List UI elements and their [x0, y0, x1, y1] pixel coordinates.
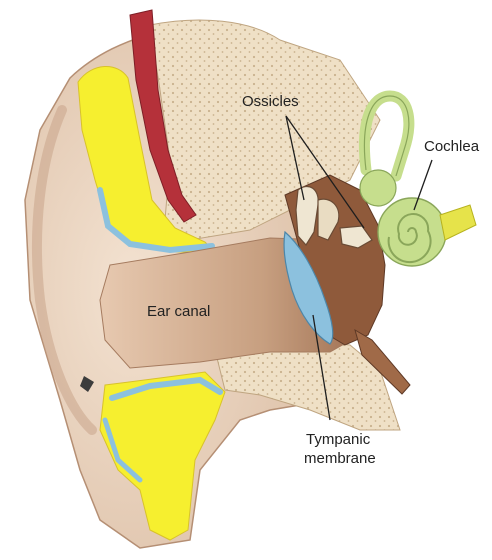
- label-ear-canal: Ear canal: [147, 303, 210, 320]
- label-cochlea: Cochlea: [424, 138, 480, 155]
- label-tympanic-line2: membrane: [304, 450, 376, 467]
- label-tympanic-line1: Tympanic: [306, 431, 371, 448]
- label-ossicles: Ossicles: [242, 93, 299, 110]
- auditory-nerve: [440, 205, 476, 240]
